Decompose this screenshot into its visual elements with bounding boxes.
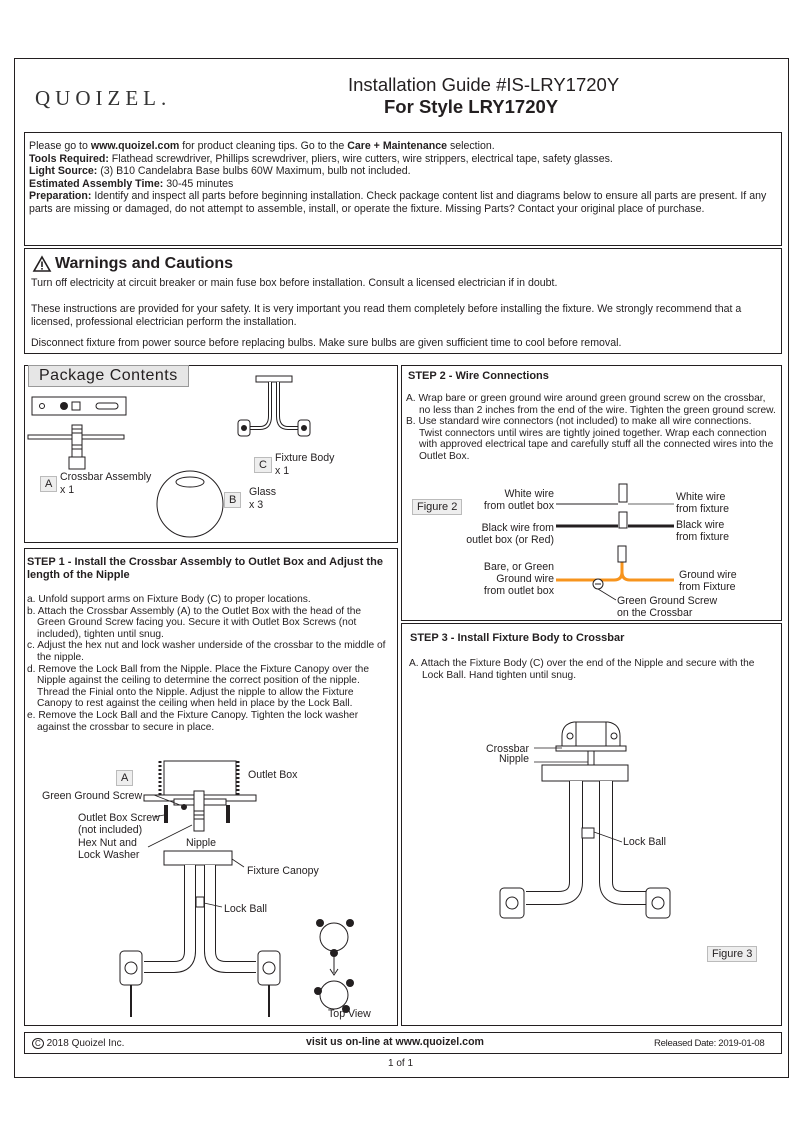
light-line: Light Source: (3) B10 Candelabra Base bu…	[29, 165, 411, 178]
intro-box: Please go to www.quoizel.com for product…	[24, 132, 782, 246]
guide-title: Installation Guide #IS-LRY1720Y	[348, 74, 620, 95]
white-out-2: from outlet box	[483, 500, 554, 512]
care-line: Please go to www.quoizel.com for product…	[29, 140, 495, 152]
step1-title: STEP 1 - Install the Crossbar Assembly t…	[27, 556, 383, 581]
footer-box	[24, 1032, 782, 1054]
package-title: Package Contents	[28, 365, 189, 387]
crossbar-assembly-drawing	[27, 396, 127, 470]
fig1-top-view: Top View	[328, 1008, 371, 1020]
warnings-box: Warnings and Cautions Turn off electrici…	[24, 248, 782, 354]
fig3-crossbar: Crossbar	[486, 743, 529, 755]
screw-label-1: Green Ground Screw	[617, 595, 718, 607]
fixture-body-drawing	[237, 375, 311, 437]
website-link[interactable]: www.quoizel.com	[90, 140, 180, 152]
white-fix-1: White wire	[676, 491, 726, 503]
step3-figure	[499, 721, 671, 919]
figure2-label: Figure 2	[412, 499, 463, 515]
step1-a: a. Unfold support arms on Fixture Body (…	[27, 594, 311, 605]
item-c-name: Fixture Body	[275, 452, 335, 464]
figure3-label: Figure 3	[707, 946, 758, 962]
fig1-green-ground-screw: Green Ground Screw	[42, 790, 143, 802]
fig1-hex-nut: Hex Nut and	[78, 837, 137, 849]
step2-instructions: A. Wrap bare or green ground wire around…	[406, 393, 776, 463]
step1-instructions: a. Unfold support arms on Fixture Body (…	[27, 594, 389, 733]
ground-out-3: from outlet box	[483, 585, 554, 597]
fig3-lock-ball: Lock Ball	[623, 836, 666, 848]
style-title: For Style LRY1720Y	[384, 96, 559, 117]
fig1-lock-washer: Lock Washer	[78, 849, 140, 861]
step3-a: A. Attach the Fixture Body (C) over the …	[409, 658, 755, 681]
tools-line: Tools Required: Flathead screwdriver, Ph…	[29, 152, 613, 165]
copyright-icon: C	[32, 1038, 44, 1049]
copyright: C 2018 Quoizel Inc.	[32, 1038, 124, 1049]
black-fix-1: Black wire	[676, 519, 725, 531]
step2-title: STEP 2 - Wire Connections	[408, 370, 549, 382]
ground-fix-1: Ground wire	[679, 569, 737, 581]
page-number: 1 of 1	[388, 1058, 414, 1069]
item-a-qty: x 1	[60, 484, 75, 496]
step2-b: B. Use standard wire connectors (not inc…	[406, 416, 774, 462]
fig1-lock-ball: Lock Ball	[224, 903, 267, 915]
fig1-not-included: (not included)	[78, 824, 143, 836]
item-a-name: Crossbar Assembly	[60, 471, 152, 483]
step1-d: d. Remove the Lock Ball from the Nipple.…	[27, 663, 370, 710]
step2-box	[401, 365, 782, 621]
step3-title: STEP 3 - Install Fixture Body to Crossba…	[410, 632, 625, 644]
fig1-nipple: Nipple	[186, 837, 217, 849]
fig1-outlet-box-screw: Outlet Box Screw	[78, 812, 160, 824]
ground-out-1: Bare, or Green	[483, 561, 554, 573]
item-a-letter: A	[40, 476, 58, 492]
fig1-fixture-canopy: Fixture Canopy	[247, 865, 319, 877]
black-out-2: outlet box (or Red)	[466, 534, 554, 546]
warning-p1: Turn off electricity at circuit breaker …	[31, 277, 558, 289]
warning-triangle-icon	[32, 255, 52, 272]
item-b-name: Glass	[249, 486, 277, 498]
step1-c: c. Adjust the hex nut and lock washer un…	[27, 640, 386, 663]
warnings-title: Warnings and Cautions	[55, 255, 234, 272]
step1-figure	[119, 760, 354, 1017]
prep-line: Preparation: Identify and inspect all pa…	[29, 190, 767, 215]
black-fix-2: from fixture	[676, 531, 729, 543]
quoizel-logo: QUOIZEL.	[35, 86, 172, 110]
page-frame	[14, 58, 789, 1078]
visit-link[interactable]: visit us on-line at www.quoizel.com	[306, 1036, 484, 1048]
screw-label-2: on the Crossbar	[617, 607, 693, 619]
item-c-letter: C	[254, 457, 272, 473]
time-line: Estimated Assembly Time: 30-45 minutes	[29, 177, 234, 190]
wire-diagram	[556, 483, 674, 601]
fig1-outlet-box: Outlet Box	[248, 769, 298, 781]
ground-fix-2: from Fixture	[679, 581, 736, 593]
item-b-qty: x 3	[249, 499, 264, 511]
white-out-1: White wire	[504, 488, 554, 500]
fig1-label-a: A	[116, 770, 134, 786]
step2-a: A. Wrap bare or green ground wire around…	[406, 393, 776, 416]
white-fix-2: from fixture	[676, 503, 729, 515]
glass-globe-drawing	[156, 470, 224, 538]
item-c-qty: x 1	[275, 465, 290, 477]
released-date: Released Date: 2019-01-08	[654, 1038, 765, 1049]
item-b-letter: B	[224, 492, 242, 508]
black-out-1: Black wire from	[481, 522, 554, 534]
fig3-nipple: Nipple	[499, 753, 530, 765]
warning-p2: These instructions are provided for your…	[31, 303, 742, 328]
ground-out-2: Ground wire	[496, 573, 554, 585]
step1-e: e. Remove the Lock Ball and the Fixture …	[27, 709, 359, 733]
warning-p3: Disconnect fixture from power source bef…	[31, 337, 622, 349]
step1-b: b. Attach the Crossbar Assembly (A) to t…	[27, 605, 362, 640]
